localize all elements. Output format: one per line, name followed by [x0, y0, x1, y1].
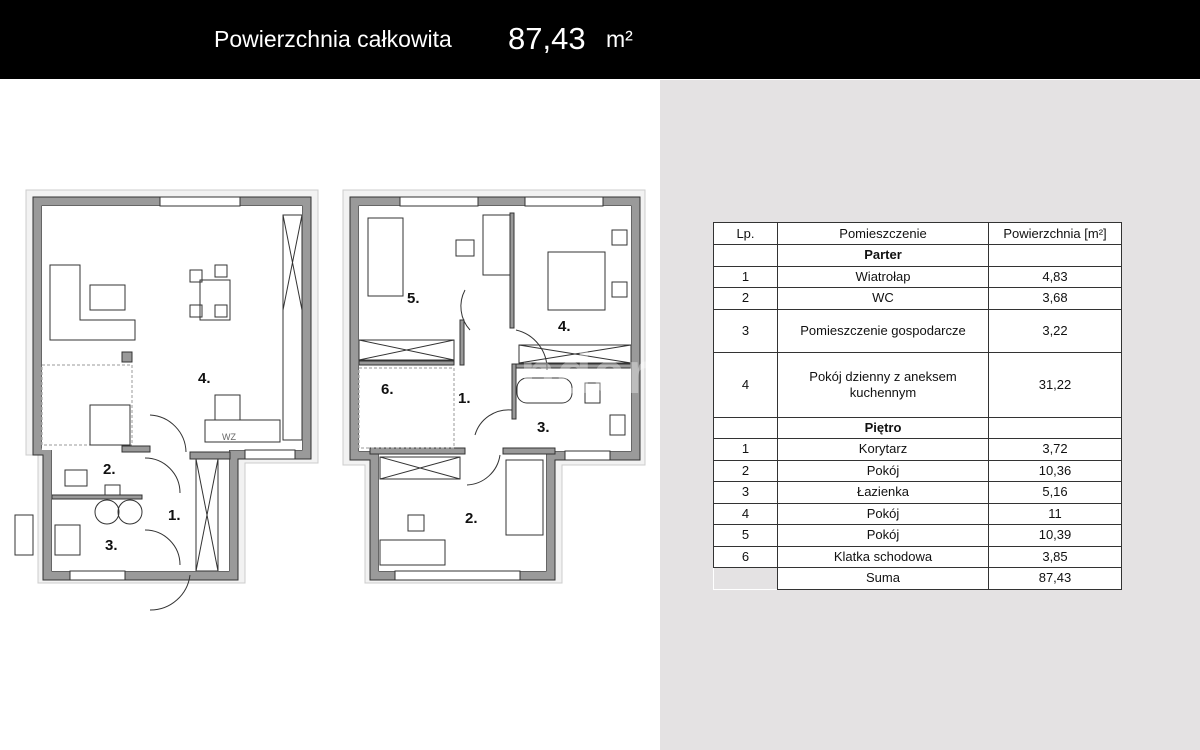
- table-header-row: Lp. Pomieszczenie Powierzchnia [m²]: [713, 222, 1122, 245]
- cell-room: Pokój dzienny z aneksem kuchennym: [777, 351, 989, 418]
- cell-area: 3,72: [988, 438, 1122, 461]
- total-area-title: Powierzchnia całkowita: [214, 26, 452, 52]
- cell-area: 3,85: [988, 545, 1122, 568]
- cell-area: 10,36: [988, 459, 1122, 482]
- total-area-unit: m²: [606, 26, 633, 52]
- col-header-lp: Lp.: [713, 222, 778, 245]
- cell-lp: 3: [713, 308, 778, 353]
- col-header-area: Powierzchnia [m²]: [988, 222, 1122, 245]
- cell-room: Pokój: [777, 459, 989, 482]
- section-row-pietro: Piętro: [713, 416, 1122, 439]
- cell-room: Pokój: [777, 524, 989, 547]
- room-area-table: Lp. Pomieszczenie Powierzchnia [m²] Part…: [713, 222, 1122, 590]
- cell-room: WC: [777, 287, 989, 310]
- cell-lp: 6: [713, 545, 778, 568]
- cell-room: Korytarz: [777, 438, 989, 461]
- cell-room: Pomieszczenie gospodarcze: [777, 308, 989, 353]
- cell-lp: 4: [713, 351, 778, 418]
- section-row-parter: Parter: [713, 244, 1122, 267]
- room-label: 1.: [458, 390, 471, 407]
- appliance-label: WZ: [222, 432, 236, 442]
- room-label: 4.: [558, 318, 571, 335]
- room-label: 3.: [537, 419, 550, 436]
- cell-room: Klatka schodowa: [777, 545, 989, 568]
- cell-area: 3,68: [988, 287, 1122, 310]
- cell-room: Łazienka: [777, 481, 989, 504]
- room-label: 4.: [198, 370, 211, 387]
- cell-area: 4,83: [988, 265, 1122, 288]
- cell-area: 3,22: [988, 308, 1122, 353]
- room-label: 2.: [103, 461, 116, 478]
- cell-area: 31,22: [988, 351, 1122, 418]
- room-label: 1.: [168, 507, 181, 524]
- cell-lp: 3: [713, 481, 778, 504]
- cell-area: 11: [988, 502, 1122, 525]
- watermark: nder: [520, 341, 650, 406]
- cell-area: 5,16: [988, 481, 1122, 504]
- upper-floor-plan: 1. 2. 3. 4. 5. 6.: [342, 189, 646, 584]
- room-label: 2.: [465, 510, 478, 527]
- cell-lp: 2: [713, 459, 778, 482]
- room-label: 5.: [407, 290, 420, 307]
- total-label: Suma: [777, 567, 989, 590]
- section-title: Parter: [777, 244, 989, 267]
- cell-lp: 1: [713, 265, 778, 288]
- cell-room: Pokój: [777, 502, 989, 525]
- cell-lp: 2: [713, 287, 778, 310]
- room-label: 6.: [381, 381, 394, 398]
- cell-lp: 1: [713, 438, 778, 461]
- total-area: 87,43: [988, 567, 1122, 590]
- room-label: 3.: [105, 537, 118, 554]
- floor-plans: WZ 1. 2. 3. 4.: [14, 189, 646, 611]
- cell-lp: 5: [713, 524, 778, 547]
- cell-room: Wiatrołap: [777, 265, 989, 288]
- total-area-value: 87,43: [508, 21, 586, 56]
- cell-lp: 4: [713, 502, 778, 525]
- section-title: Piętro: [777, 416, 989, 439]
- cell-area: 10,39: [988, 524, 1122, 547]
- ground-floor-plan: WZ 1. 2. 3. 4.: [14, 189, 319, 611]
- col-header-room: Pomieszczenie: [777, 222, 989, 245]
- header-bar: Powierzchnia całkowita 87,43 m²: [0, 0, 1200, 79]
